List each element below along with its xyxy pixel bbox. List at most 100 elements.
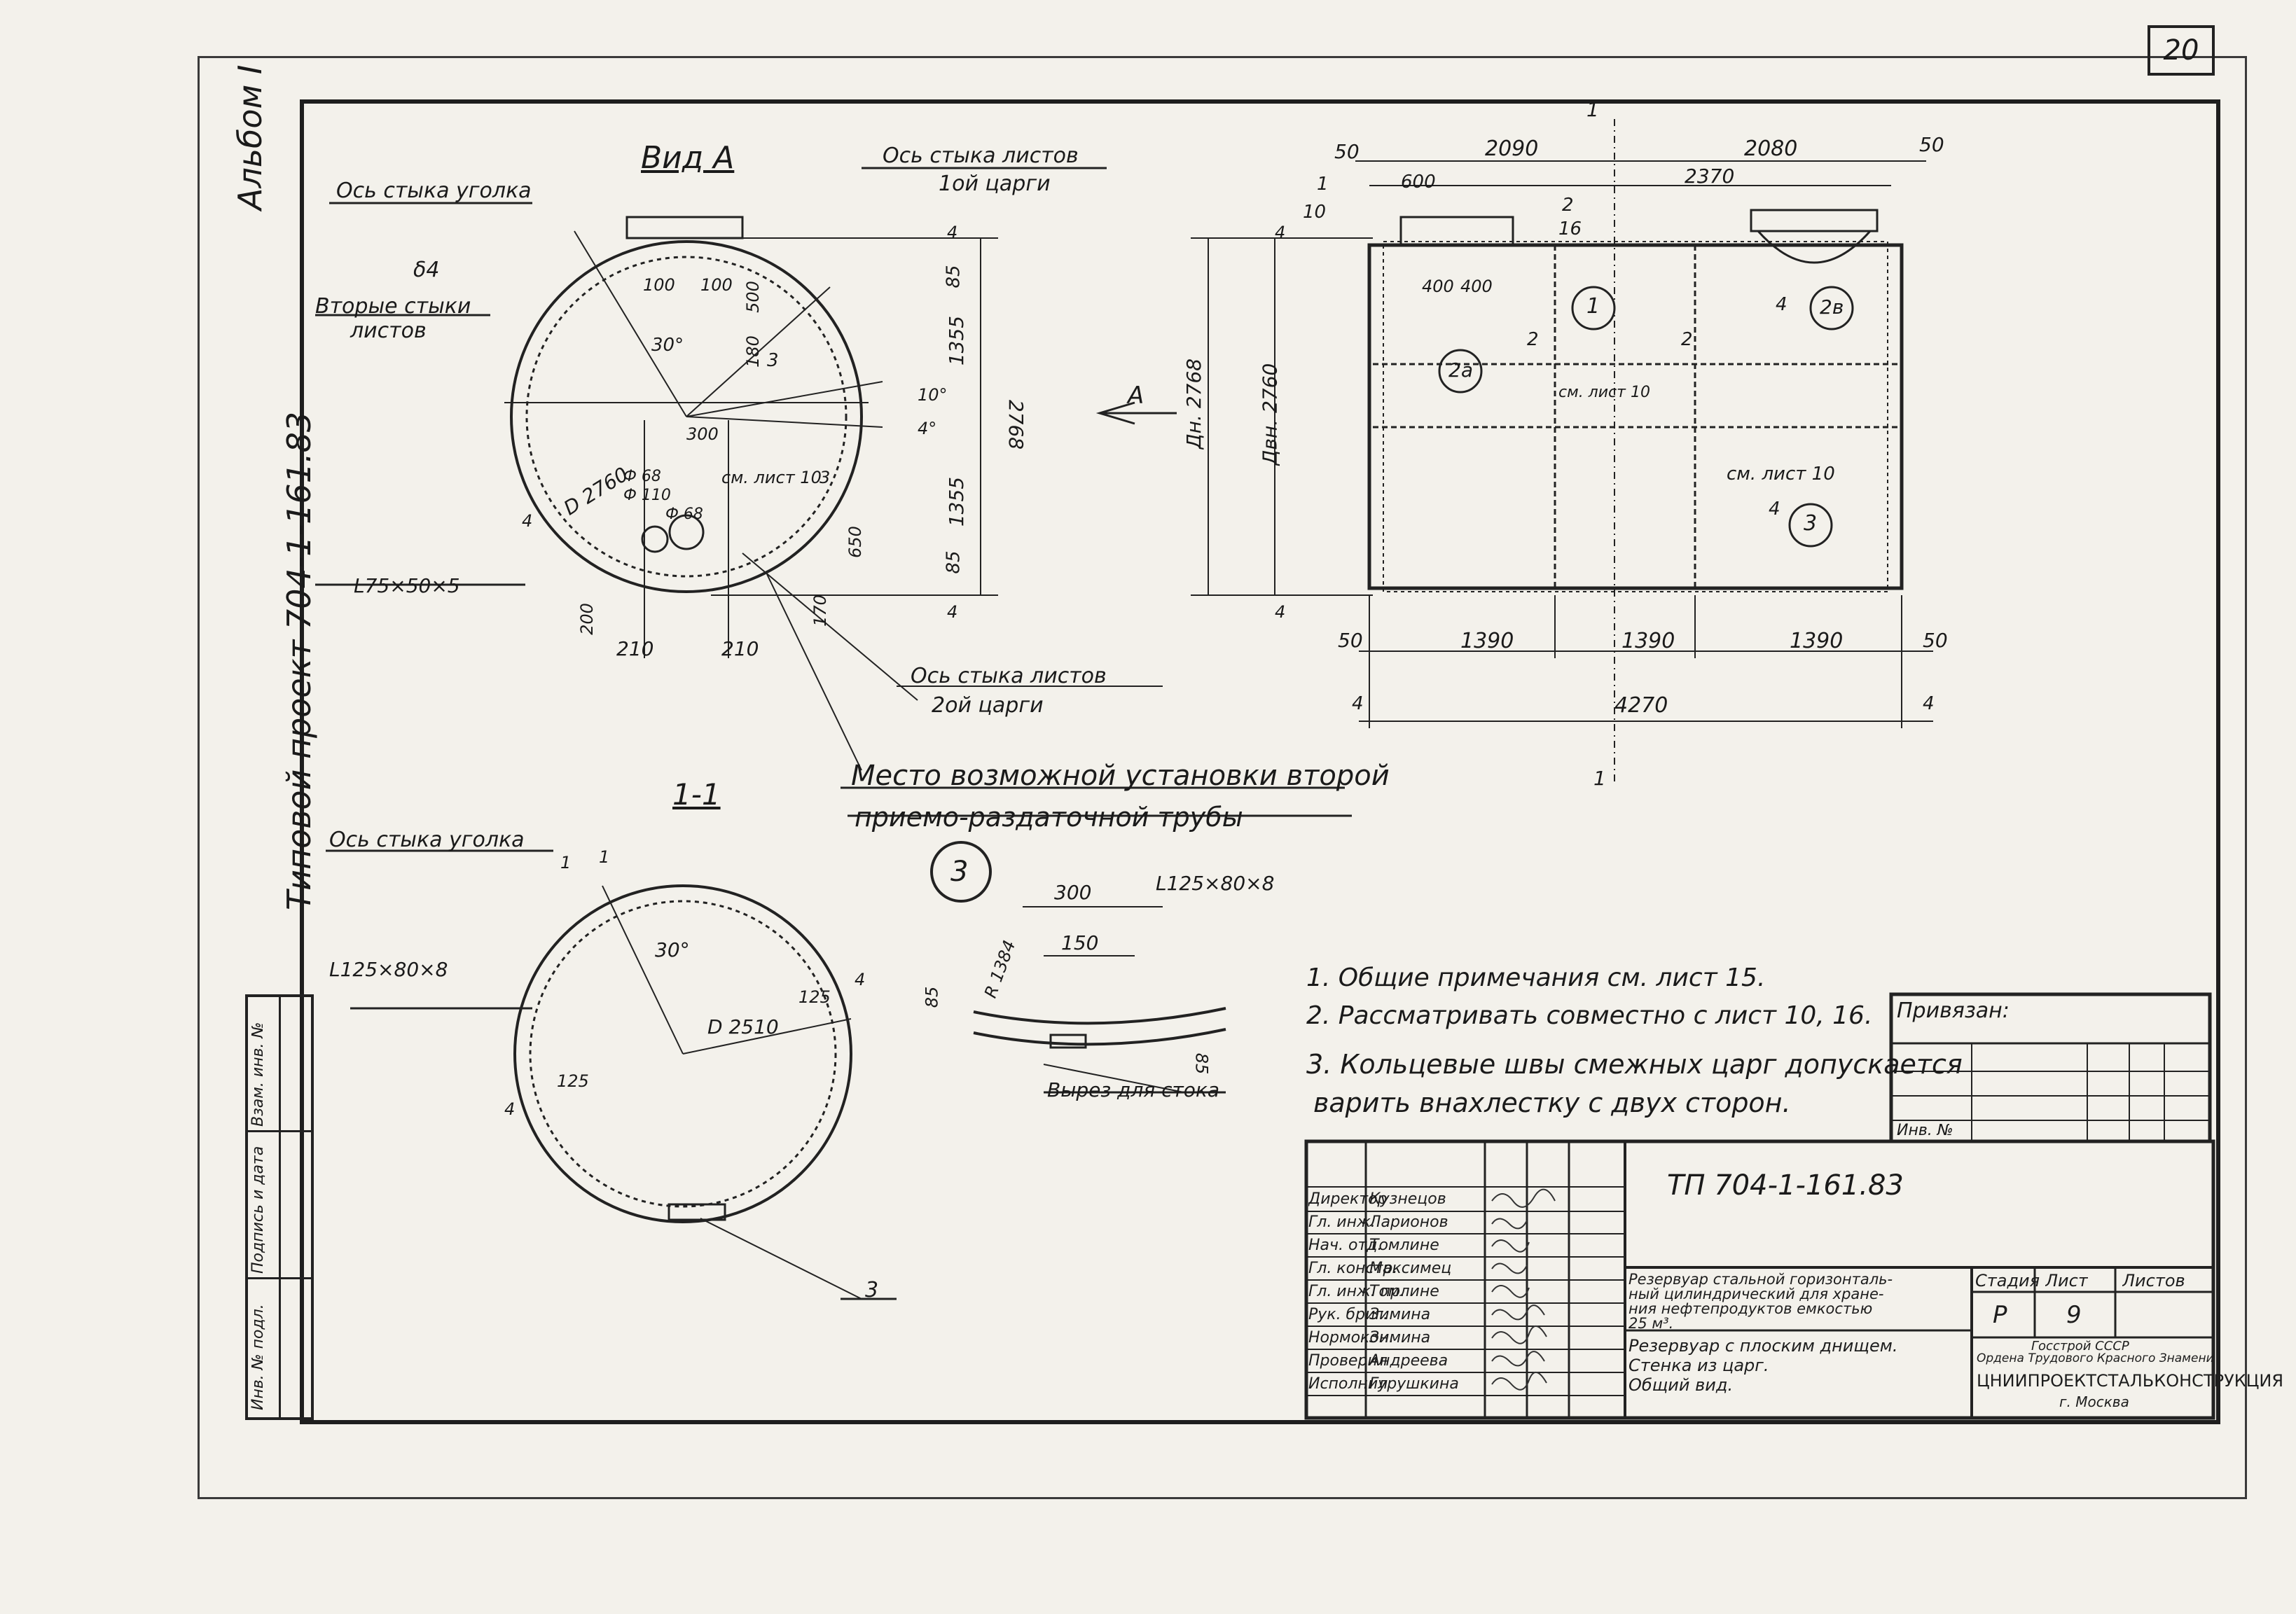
section-mark-1b: 1 [1593,767,1606,790]
dim-2370: 2370 [1685,165,1735,188]
dim-50l: 50 [1334,140,1360,163]
dim-210a: 210 [616,637,654,660]
desc2-l1: Резервуар с плоским днищем. [1628,1336,1898,1356]
node-dim-300: 300 [1054,881,1092,904]
name-0: Кузнецов [1369,1190,1446,1208]
pos-3: 3 [1804,511,1818,536]
side-view-body [1367,243,1904,590]
angle-4: 4° [918,419,937,438]
desc1-l3: ния нефтепродуктов емкостью [1628,1300,1873,1317]
dim-2080: 2080 [1744,137,1798,161]
dim-50r: 50 [1919,133,1944,156]
section-inner-circle [529,900,837,1208]
dim-2090: 2090 [1485,137,1539,161]
second-joints: Вторые стыки [315,294,471,319]
role-6: Нормокон. [1308,1329,1395,1347]
name-5: Зимина [1369,1306,1431,1323]
weld-4b: 4 [1769,499,1780,520]
section-angle-30: 30° [655,938,690,961]
desc1-l1: Резервуар стальной горизонталь- [1628,1271,1893,1288]
note-3b: варить внахлестку с двух сторон. [1313,1087,1791,1118]
org-3: ЦНИИПРОЕКТСТАЛЬКОНСТРУКЦИЯ [1977,1371,2283,1391]
role-7: Проверил [1308,1352,1388,1370]
dim-16: 16 [1558,218,1582,239]
node-3-label: 3 [950,856,969,888]
node-profile: L125×80×8 [1156,872,1275,895]
section-dim-4a: 4 [504,1099,516,1119]
axis-sheets-1: Ось стыка листов [883,144,1079,168]
note-3: 3. Кольцевые швы смежных царг допускаетс… [1306,1049,1963,1080]
sheet-value: 9 [2066,1301,2082,1329]
axis-sheets-2b: 2ой царги [932,693,1044,718]
dim-10: 10 [1303,202,1327,223]
name-7: Андреева [1369,1352,1448,1370]
name-8: Гурушкина [1369,1375,1459,1393]
dim-1390c: 1390 [1790,629,1844,653]
dim-4l-bot: 4 [1275,602,1286,622]
role-0: Директор [1308,1190,1388,1208]
pos-2b: 2в [1820,295,1844,319]
org-2: Ордена Трудового Красного Знамени [1977,1351,2214,1365]
org-1: Госстрой СССР [2031,1339,2129,1354]
desc2-l3: Общий вид. [1628,1375,1734,1395]
dim-4top: 4 [947,223,958,242]
callout-line2: приемо-раздаточной трубы [855,802,1243,833]
dim-400b: 400 [1460,277,1493,296]
section-pos-3: 3 [865,1278,879,1302]
section-profile: L125×80×8 [329,958,448,981]
section-dim-125b: 125 [557,1071,589,1091]
section-axis-angle: Ось стыка уголка [329,828,525,852]
dim-1390b: 1390 [1621,629,1675,653]
see-sheet-b: см. лист 10 [1727,464,1835,485]
section-dim-1b: 1 [599,847,610,867]
phi110: Ф 110 [623,487,671,504]
name-1: Ларионов [1369,1213,1448,1231]
note-2: 2. Рассматривать совместно с лист 10, 16… [1306,1001,1873,1030]
pos-1: 1 [1586,294,1600,319]
section-dim-125a: 125 [798,987,831,1007]
dim-50br: 50 [1923,629,1948,652]
role-4: Гл. инж. пр. [1308,1283,1406,1300]
angle-profile-75: L75×50×5 [354,574,460,597]
dim-4bl: 4 [1352,693,1364,714]
axis-sheets-2: Ось стыка листов [911,664,1107,688]
axis-angle-label: Ось стыка уголка [336,179,532,203]
sheet-number: 20 [2148,25,2215,76]
header-sheet: Лист [2045,1271,2088,1290]
stage-value: Р [1993,1301,2007,1329]
header-sheets: Листов [2122,1271,2185,1290]
node-cutout: Вырез для стока [1047,1078,1220,1101]
angle-10: 10° [918,385,948,405]
dim-210b: 210 [721,637,759,660]
role-5: Рук. бриг. [1308,1306,1388,1323]
name-4: Томлине [1369,1283,1439,1300]
axis-sheets-1b: 1ой царги [939,172,1051,196]
dim-600: 600 [1401,172,1436,193]
dim-50bl: 50 [1338,629,1363,652]
dim-4bot: 4 [947,602,958,622]
outer-frame [198,56,2247,1499]
section-dim-1a: 1 [560,853,572,872]
dim-4br: 4 [1923,693,1935,714]
stamp-strip: Взам. инв. № Подпись и дата Инв. № подл. [245,994,314,1420]
name-6: Зимина [1369,1329,1431,1347]
second-joints-b: листов [350,319,427,343]
label-3: 3 [767,350,779,371]
section-title: 1-1 [672,777,721,812]
section-diameter: D 2510 [707,1015,779,1038]
section-mark-1: 1 [1586,98,1599,121]
dim-400a: 400 [1422,277,1454,296]
view-a-title: Вид А [641,140,735,176]
node-dim-150: 150 [1061,931,1099,954]
note-1: 1. Общие примечания см. лист 15. [1306,963,1766,992]
weld-2a: 2 [1527,329,1539,350]
role-1: Гл. инж. [1308,1213,1376,1231]
see-sheet-10: см. лист 10 [721,468,822,487]
see-sheet-a: см. лист 10 [1558,384,1650,401]
section-dim-4b: 4 [855,970,866,989]
privyazan-label: Привязан: [1897,999,2010,1023]
dim-300: 300 [686,424,719,444]
phi68a: Ф 68 [623,468,661,485]
desc1-l2: ный цилиндрический для хране- [1628,1286,1884,1302]
